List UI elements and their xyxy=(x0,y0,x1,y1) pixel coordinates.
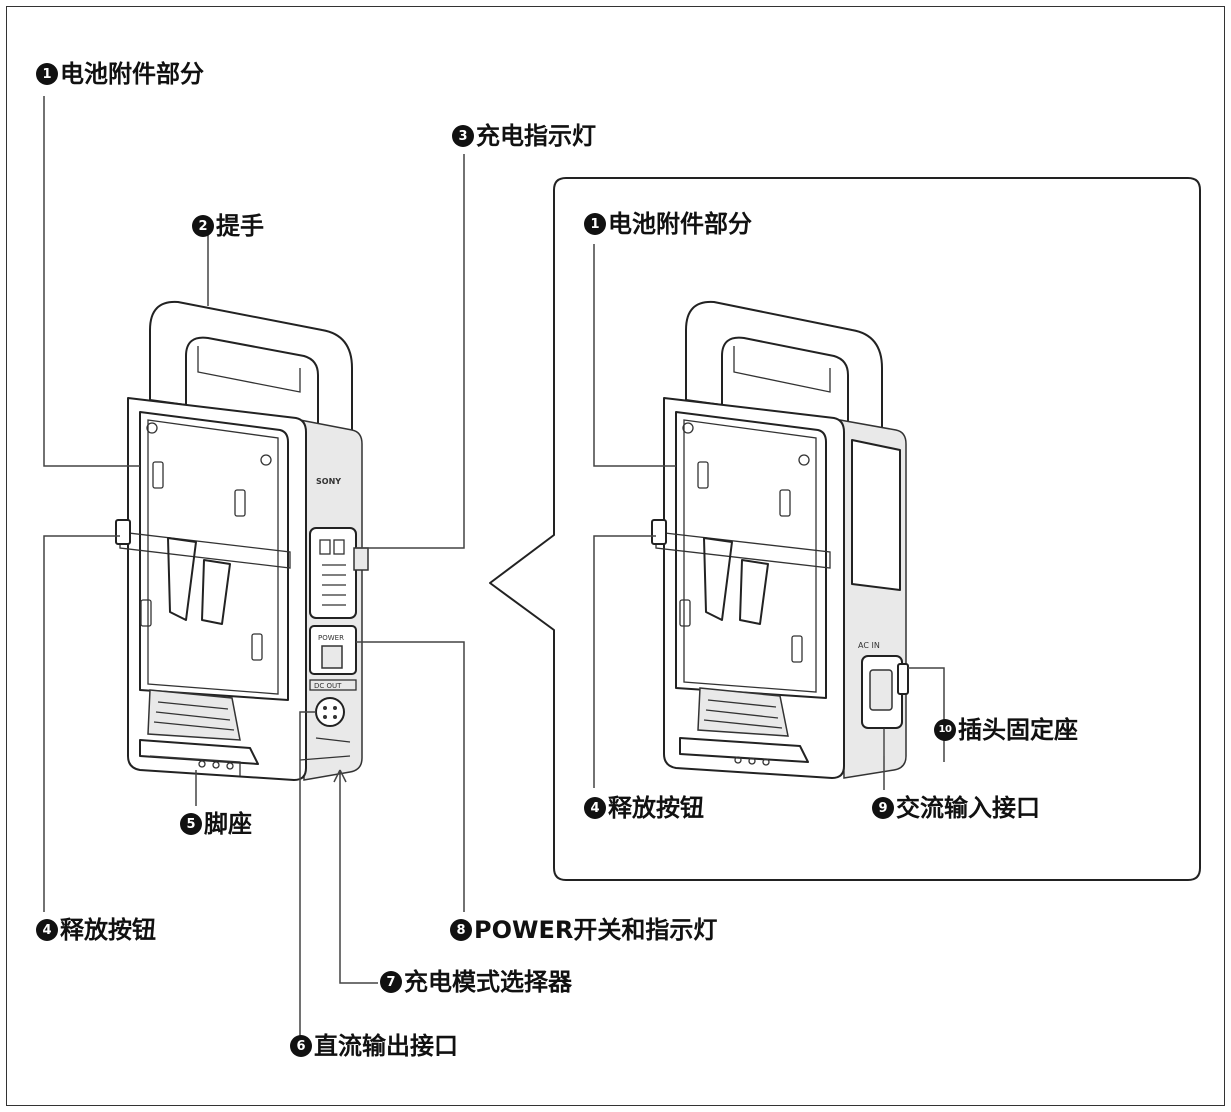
label-release-button: 4 释放按钮 xyxy=(36,918,156,942)
callout-number: 5 xyxy=(180,813,202,835)
callout-number: 1 xyxy=(36,63,58,85)
inset-label-battery-attachment: 1 电池附件部分 xyxy=(584,212,752,236)
callout-number: 3 xyxy=(452,125,474,147)
charger-front-view: SONY POWER DC OUT xyxy=(115,300,369,781)
terminal-block xyxy=(147,689,241,741)
release-button xyxy=(115,519,131,545)
main-body xyxy=(127,397,307,781)
callout-number: 10 xyxy=(934,719,956,741)
svg-text:POWER: POWER xyxy=(318,634,344,642)
battery-attachment-plate xyxy=(139,411,289,701)
label-power-switch: 8 POWER开关和指示灯 xyxy=(450,918,717,942)
callout-number: 7 xyxy=(380,971,402,993)
callout-number: 2 xyxy=(192,215,214,237)
v-mount xyxy=(167,537,197,621)
label-foot: 5 脚座 xyxy=(180,812,252,836)
brand-mark: SONY xyxy=(316,477,341,486)
label-charge-mode-selector: 7 充电模式选择器 xyxy=(380,970,572,994)
label-battery-attachment: 1 电池附件部分 xyxy=(36,62,204,86)
callout-number: 1 xyxy=(584,213,606,235)
label-handle: 2 提手 xyxy=(192,214,264,238)
svg-text:DC OUT: DC OUT xyxy=(314,682,342,690)
inset-label-plug-holder: 10 插头固定座 xyxy=(934,718,1078,742)
dc-output-connector xyxy=(315,697,345,727)
charger-rear-view: AC IN xyxy=(651,300,909,779)
label-dc-output: 6 直流输出接口 xyxy=(290,1034,458,1058)
inset-label-ac-input: 9 交流输入接口 xyxy=(872,796,1040,820)
inset-label-release-button: 4 释放按钮 xyxy=(584,796,704,820)
detail-callout-box xyxy=(489,177,1201,881)
callout-number: 8 xyxy=(450,919,472,941)
diagram-frame xyxy=(6,6,1225,1106)
callout-number: 4 xyxy=(584,797,606,819)
callout-number: 9 xyxy=(872,797,894,819)
callout-number: 4 xyxy=(36,919,58,941)
label-charge-indicator: 3 充电指示灯 xyxy=(452,124,596,148)
svg-text:AC IN: AC IN xyxy=(858,641,880,650)
leader-lines xyxy=(43,96,945,1040)
callout-number: 6 xyxy=(290,1035,312,1057)
plug-holder xyxy=(897,663,909,695)
